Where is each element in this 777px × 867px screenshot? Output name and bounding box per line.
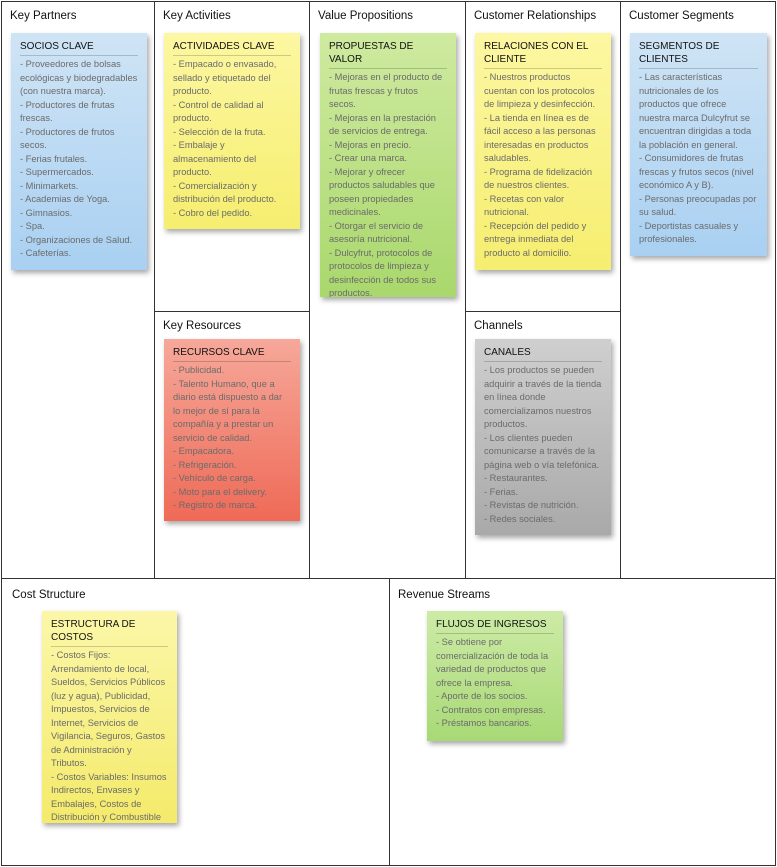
key-activities-note: ACTIVIDADES CLAVE - Empacado o envasado,… xyxy=(164,33,300,229)
note-item: - Selección de la fruta. xyxy=(173,126,266,137)
note-item: - Embalaje y almacenamiento del producto… xyxy=(173,140,257,177)
note-items: - Publicidad. - Talento Humano, que a dia… xyxy=(173,364,291,513)
key-activities-block: Key Activities ACTIVIDADES CLAVE - Empac… xyxy=(154,1,310,312)
channels-block: Channels CANALES - Los productos se pued… xyxy=(465,311,621,579)
note-item: - Deportistas casuales y profesionales. xyxy=(639,220,739,245)
cost-structure-title: Cost Structure xyxy=(12,589,86,601)
note-item: - Los clientes pueden comunicarse a trav… xyxy=(484,432,600,470)
note-title: PROPUESTAS DE VALOR xyxy=(329,40,447,69)
note-item: - Consumidores de frutas frescas y fruto… xyxy=(639,153,754,190)
note-item: - Spa. xyxy=(20,221,45,231)
note-item: - Organizaciones de Salud. xyxy=(20,234,133,245)
note-item: - Cobro del pedido. xyxy=(173,207,253,218)
note-item: - Ferias frutales. xyxy=(20,153,88,164)
revenue-streams-title: Revenue Streams xyxy=(398,589,491,601)
note-title: ACTIVIDADES CLAVE xyxy=(173,40,291,56)
note-title: SEGMENTOS DE CLIENTES xyxy=(639,40,758,69)
note-item: - Productores de frutos secos. xyxy=(20,126,115,151)
note-item: - Refrigeración. xyxy=(173,459,237,470)
note-item: - Registro de marca. xyxy=(173,500,258,510)
note-items: - Proveedores de bolsas ecológicas y bio… xyxy=(20,58,138,261)
note-item: - Costos Fijos: Arrendamiento de local, … xyxy=(51,650,166,768)
note-item: - Redes sociales. xyxy=(484,513,556,524)
note-item: - Vehículo de carga. xyxy=(173,473,256,483)
note-item: - Talento Humano, que a diario está disp… xyxy=(173,378,283,443)
cost-structure-note: ESTRUCTURA DE COSTOS - Costos Fijos: Arr… xyxy=(42,611,177,823)
note-item: - Publicidad. xyxy=(173,365,225,375)
customer-segments-note: SEGMENTOS DE CLIENTES - Las característi… xyxy=(630,33,767,256)
note-items: - Mejoras en el producto de frutas fresc… xyxy=(329,71,447,297)
note-item: - Cafeterías. xyxy=(20,248,72,258)
note-item: - Gimnasios. xyxy=(20,207,73,218)
note-item: - Minimarkets. xyxy=(20,180,79,191)
revenue-streams-block: Revenue Streams FLUJOS DE INGRESOS - Se … xyxy=(389,578,776,866)
note-title: RECURSOS CLAVE xyxy=(173,346,291,362)
value-propositions-title: Value Propositions xyxy=(318,10,414,22)
note-item: - Aporte de los socios. xyxy=(436,691,528,701)
note-item: - Contratos con empresas. xyxy=(436,704,546,715)
key-resources-block: Key Resources RECURSOS CLAVE - Publicida… xyxy=(154,311,310,579)
note-item: - Dulcyfrut, protocolos de protocolos de… xyxy=(329,247,436,298)
note-item: - Academias de Yoga. xyxy=(20,194,110,204)
note-title: ESTRUCTURA DE COSTOS xyxy=(51,618,168,647)
note-item: - Empacado o envasado, sellado y etiquet… xyxy=(173,59,277,96)
note-item: - Costos Variables: Insumos Indirectos, … xyxy=(51,771,167,823)
note-item: - Control de calidad al producto. xyxy=(173,99,264,124)
note-item: - Mejorar y ofrecer productos saludables… xyxy=(329,166,435,218)
note-items: - Se obtiene por comercialización de tod… xyxy=(436,636,554,731)
note-item: - Programa de fidelización de nuestros c… xyxy=(484,166,592,191)
customer-relationships-note: RELACIONES CON EL CLIENTE - Nuestros pro… xyxy=(475,33,611,270)
note-item: - Recepción del pedido y entrega inmedia… xyxy=(484,220,587,258)
note-item: - Mejoras en la prestación de servicios … xyxy=(329,112,436,137)
note-item: - Los productos se pueden adquirir a tra… xyxy=(484,365,602,429)
note-item: - Se obtiene por comercialización de tod… xyxy=(436,637,549,688)
note-item: - Productores de frutas frescas. xyxy=(20,99,115,124)
key-partners-block: Key Partners SOCIOS CLAVE - Proveedores … xyxy=(1,1,155,579)
note-item: - Personas preocupadas por su salud. xyxy=(639,193,757,218)
value-propositions-note: PROPUESTAS DE VALOR - Mejoras en el prod… xyxy=(320,33,456,297)
note-item: - Restaurantes. xyxy=(484,473,548,483)
note-item: - Ferias. xyxy=(484,486,519,497)
note-title: FLUJOS DE INGRESOS xyxy=(436,618,554,634)
note-items: - Costos Fijos: Arrendamiento de local, … xyxy=(51,649,168,823)
note-title: SOCIOS CLAVE xyxy=(20,40,138,56)
customer-relationships-block: Customer Relationships RELACIONES CON EL… xyxy=(465,1,621,312)
note-items: - Las características nutricionales de l… xyxy=(639,71,758,247)
note-item: - La tienda en línea es de fácil acceso … xyxy=(484,112,596,164)
note-item: - Otorgar el servicio de asesoría nutric… xyxy=(329,220,424,245)
key-partners-note: SOCIOS CLAVE - Proveedores de bolsas eco… xyxy=(11,33,147,270)
note-items: - Empacado o envasado, sellado y etiquet… xyxy=(173,58,291,220)
value-propositions-block: Value Propositions PROPUESTAS DE VALOR -… xyxy=(309,1,466,579)
note-item: - Nuestros productos cuentan con los pro… xyxy=(484,72,596,109)
customer-relationships-title: Customer Relationships xyxy=(474,10,597,22)
note-item: - Revistas de nutrición. xyxy=(484,500,579,510)
note-item: - Las características nutricionales de l… xyxy=(639,72,752,150)
revenue-streams-note: FLUJOS DE INGRESOS - Se obtiene por come… xyxy=(427,611,563,741)
note-item: - Crear una marca. xyxy=(329,153,408,163)
note-item: - Préstamos bancarios. xyxy=(436,718,532,728)
key-activities-title: Key Activities xyxy=(163,10,231,22)
key-partners-title: Key Partners xyxy=(10,10,77,22)
note-items: - Los productos se pueden adquirir a tra… xyxy=(484,364,602,526)
note-title: CANALES xyxy=(484,346,602,362)
customer-segments-block: Customer Segments SEGMENTOS DE CLIENTES … xyxy=(620,1,776,579)
note-items: - Nuestros productos cuentan con los pro… xyxy=(484,71,602,260)
note-item: - Recetas con valor nutricional. xyxy=(484,193,565,218)
note-title: RELACIONES CON EL CLIENTE xyxy=(484,40,602,69)
cost-structure-block: Cost Structure ESTRUCTURA DE COSTOS - Co… xyxy=(1,578,390,866)
key-resources-title: Key Resources xyxy=(163,320,241,332)
key-resources-note: RECURSOS CLAVE - Publicidad. - Talento Hu… xyxy=(164,339,300,521)
note-item: - Mejoras en precio. xyxy=(329,139,412,150)
customer-segments-title: Customer Segments xyxy=(629,10,734,22)
note-item: - Empacadora. xyxy=(173,446,234,456)
note-item: - Moto para el delivery. xyxy=(173,486,267,497)
note-item: - Comercialización y distribución del pr… xyxy=(173,180,277,205)
note-item: - Proveedores de bolsas ecológicas y bio… xyxy=(20,59,138,96)
channels-title: Channels xyxy=(474,320,523,332)
note-item: - Mejoras en el producto de frutas fresc… xyxy=(329,72,443,109)
note-item: - Supermercados. xyxy=(20,167,94,177)
channels-note: CANALES - Los productos se pueden adquir… xyxy=(475,339,611,535)
